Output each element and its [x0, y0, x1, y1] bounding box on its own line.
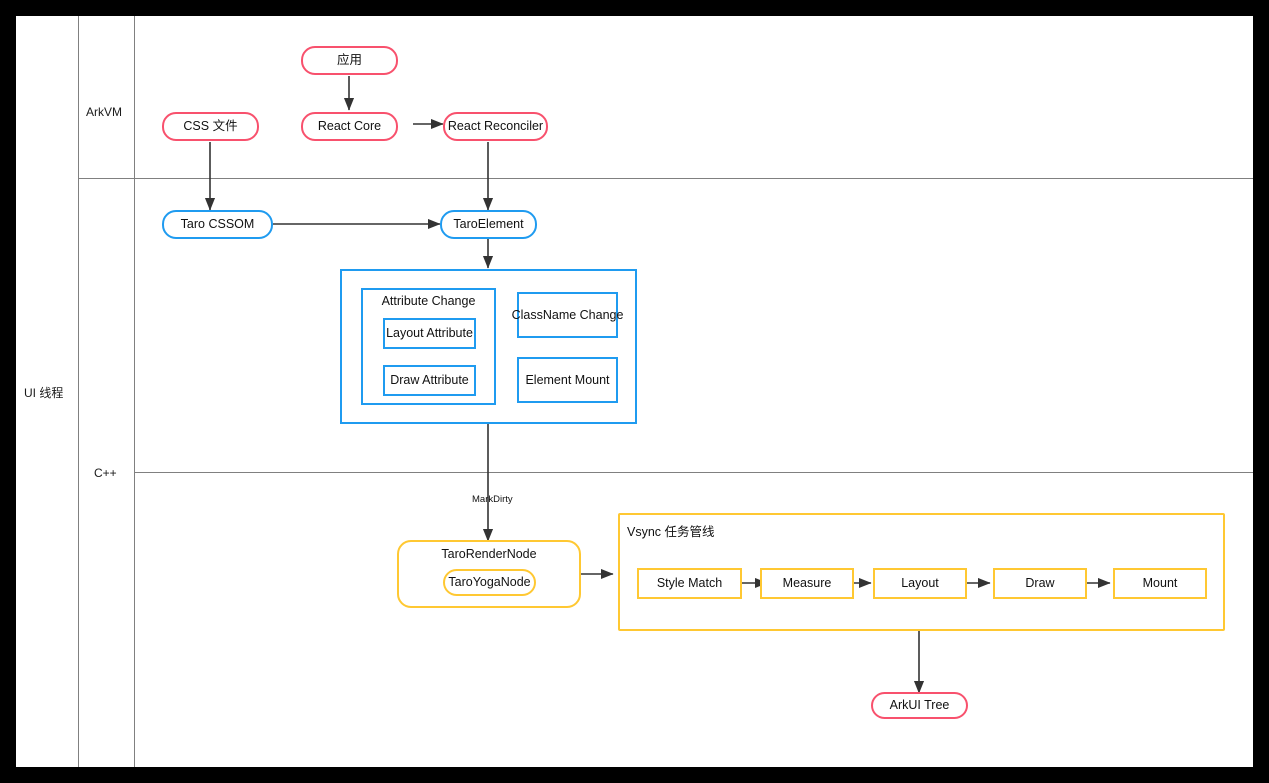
- node-classname-change[interactable]: ClassName Change: [512, 292, 623, 338]
- node-taro-element[interactable]: TaroElement: [440, 210, 537, 239]
- node-taro-cssom[interactable]: Taro CSSOM: [162, 210, 273, 239]
- lane-divider-horizontal-top: [78, 178, 1253, 179]
- node-draw-attribute[interactable]: Draw Attribute: [383, 365, 476, 396]
- diagram-canvas: UI 线程 ArkVM C++: [16, 16, 1253, 767]
- node-react-core[interactable]: React Core: [301, 112, 398, 141]
- group-attribute-change-title: Attribute Change: [381, 294, 476, 308]
- node-layout[interactable]: Layout: [873, 568, 967, 599]
- node-style-match[interactable]: Style Match: [637, 568, 742, 599]
- node-measure[interactable]: Measure: [760, 568, 854, 599]
- group-taro-render-node: [397, 540, 581, 608]
- node-taro-yoga-node[interactable]: TaroYogaNode: [443, 569, 536, 596]
- lane-label-arkvm: ArkVM: [86, 105, 122, 119]
- node-css-file[interactable]: CSS 文件: [162, 112, 259, 141]
- group-taro-render-node-title: TaroRenderNode: [441, 547, 537, 561]
- node-mount[interactable]: Mount: [1113, 568, 1207, 599]
- node-draw[interactable]: Draw: [993, 568, 1087, 599]
- lane-label-ui-thread: UI 线程: [24, 386, 64, 400]
- edge-label-mark-dirty: MarkDirty: [472, 494, 513, 505]
- node-layout-attribute[interactable]: Layout Attribute: [383, 318, 476, 349]
- group-vsync-pipeline-title: Vsync 任务管线: [627, 525, 715, 539]
- lane-label-cpp: C++: [94, 466, 117, 480]
- node-react-reconciler[interactable]: React Reconciler: [443, 112, 548, 141]
- group-vsync-pipeline: [618, 513, 1225, 631]
- node-app[interactable]: 应用: [301, 46, 398, 75]
- lane-divider-vertical-left: [78, 16, 79, 767]
- lane-divider-horizontal-cpp: [134, 472, 1253, 473]
- group-attribute-change: [361, 288, 496, 405]
- node-arkui-tree[interactable]: ArkUI Tree: [871, 692, 968, 719]
- node-element-mount[interactable]: Element Mount: [517, 357, 618, 403]
- group-element-changes: [340, 269, 637, 424]
- lane-divider-vertical-mid: [134, 16, 135, 767]
